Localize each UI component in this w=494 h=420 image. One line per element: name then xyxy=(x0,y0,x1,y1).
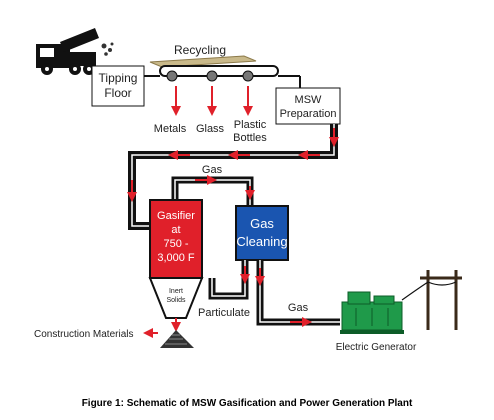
inert-solids-label-1: Inert xyxy=(169,288,183,295)
msw-prep-label-1: MSW xyxy=(295,94,323,106)
gasifier-label-4: 3,000 F xyxy=(157,252,195,264)
electric-generator-icon xyxy=(340,291,404,334)
gas-right-label: Gas xyxy=(288,302,309,314)
conveyor-roller xyxy=(166,70,178,82)
flow-direction-arrows xyxy=(127,128,339,202)
figure-caption: Figure 1: Schematic of MSW Gasification … xyxy=(82,398,413,409)
gas-cleaning-unit xyxy=(235,205,289,261)
falling-waste-icon xyxy=(101,42,114,56)
gasifier-label-2: at xyxy=(171,224,180,236)
tipping-floor-label-1: Tipping xyxy=(99,71,138,85)
gas-cleaning-label-1: Gas xyxy=(250,216,274,231)
msw-preparation-box xyxy=(275,87,341,125)
gas-top-label: Gas xyxy=(202,164,223,176)
inert-solids-label-2: Solids xyxy=(166,297,186,304)
conveyor-belt xyxy=(159,65,279,77)
tipping-floor-box xyxy=(91,65,145,107)
slag-pile-texture xyxy=(165,334,187,345)
particulate-label: Particulate xyxy=(198,307,250,319)
particulate-duct xyxy=(208,260,249,300)
msw-prep-label-2: Preparation xyxy=(280,108,337,120)
dump-truck-icon xyxy=(36,28,99,75)
electric-generator-label: Electric Generator xyxy=(336,342,417,353)
recycling-conveyor xyxy=(149,55,257,68)
gasifier-label-1: Gasifier xyxy=(157,210,195,222)
gasifier-vessel xyxy=(149,199,203,279)
gasifier-label-3: 750 - xyxy=(163,238,188,250)
gas-cleaning-label-2: Cleaning xyxy=(236,234,287,249)
tipping-floor-label-2: Floor xyxy=(104,86,131,100)
plastic-label-2: Bottles xyxy=(233,132,267,144)
conveyor-roller xyxy=(242,70,254,82)
gasifier-hopper xyxy=(148,277,204,319)
construction-materials-label: Construction Materials xyxy=(34,329,133,340)
glass-label: Glass xyxy=(196,123,225,135)
particulate-duct-inner xyxy=(211,260,246,297)
plastic-label-1: Plastic xyxy=(234,119,267,131)
metals-label: Metals xyxy=(154,123,187,135)
recycling-label: Recycling xyxy=(174,43,226,57)
conveyor-roller xyxy=(206,70,218,82)
power-pole-icon xyxy=(401,270,462,330)
